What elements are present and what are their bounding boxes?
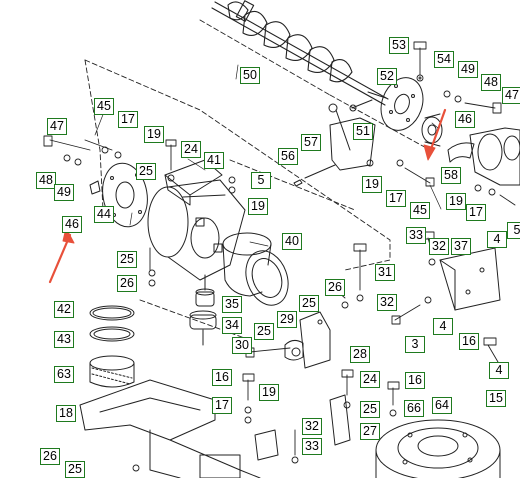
callout-18: 18 <box>56 405 76 422</box>
indicator-arrows <box>48 108 447 284</box>
callout-3: 3 <box>405 336 425 353</box>
callout-46: 46 <box>62 216 82 233</box>
callout-63: 63 <box>54 366 74 383</box>
callout-25: 25 <box>254 323 274 340</box>
callout-15: 15 <box>486 390 506 407</box>
callout-26: 26 <box>117 275 137 292</box>
callout-24: 24 <box>181 141 201 158</box>
hub <box>421 113 443 147</box>
callout-56: 56 <box>278 148 298 165</box>
auger-screw <box>211 0 389 106</box>
callout-26: 26 <box>40 448 60 465</box>
lever-bracket <box>293 99 376 187</box>
callout-33: 33 <box>406 227 426 244</box>
callout-47: 47 <box>502 87 520 104</box>
callout-19: 19 <box>144 126 164 143</box>
callout-42: 42 <box>54 301 74 318</box>
callout-43: 43 <box>54 331 74 348</box>
callout-50: 50 <box>240 67 260 84</box>
callout-66: 66 <box>404 400 424 417</box>
callout-16: 16 <box>405 372 425 389</box>
callout-64: 64 <box>432 397 452 414</box>
callout-19: 19 <box>259 384 279 401</box>
callout-54: 54 <box>434 51 454 68</box>
callout-32: 32 <box>377 294 397 311</box>
callout-34: 34 <box>222 317 242 334</box>
callout-4: 4 <box>433 318 453 335</box>
callout-25: 25 <box>136 163 156 180</box>
callout-49: 49 <box>458 61 478 78</box>
bushings <box>189 288 217 346</box>
callout-45: 45 <box>410 202 430 219</box>
callout-25: 25 <box>299 295 319 312</box>
callout-25: 25 <box>65 461 85 478</box>
callout-27: 27 <box>360 423 380 440</box>
callout-19: 19 <box>446 193 466 210</box>
callout-5: 5 <box>507 222 520 239</box>
callout-30: 30 <box>232 337 252 354</box>
callout-44: 44 <box>94 206 114 223</box>
callout-4: 4 <box>487 231 507 248</box>
callout-19: 19 <box>362 176 382 193</box>
seal-rings <box>89 305 135 388</box>
base-frame <box>79 379 501 478</box>
spout-housing <box>147 179 246 291</box>
callout-26: 26 <box>325 279 345 296</box>
callout-47: 47 <box>47 118 67 135</box>
callout-28: 28 <box>350 346 370 363</box>
callout-48: 48 <box>36 172 56 189</box>
callout-37: 37 <box>451 238 471 255</box>
callout-58: 58 <box>441 167 461 184</box>
spout-elbow <box>222 232 289 306</box>
callout-40: 40 <box>282 233 302 250</box>
callout-57: 57 <box>301 134 321 151</box>
callout-4: 4 <box>489 362 509 379</box>
callout-31: 31 <box>375 264 395 281</box>
callout-24: 24 <box>360 371 380 388</box>
leader-lines <box>94 64 442 247</box>
callout-19: 19 <box>248 198 268 215</box>
callout-5: 5 <box>251 172 271 189</box>
callout-45: 45 <box>94 98 114 115</box>
callout-35: 35 <box>222 296 242 313</box>
callout-16: 16 <box>212 369 232 386</box>
callout-48: 48 <box>481 74 501 91</box>
callout-32: 32 <box>429 238 449 255</box>
callout-52: 52 <box>377 68 397 85</box>
callout-49: 49 <box>54 184 74 201</box>
callout-25: 25 <box>360 401 380 418</box>
callout-17: 17 <box>466 204 486 221</box>
callout-17: 17 <box>212 397 232 414</box>
callout-17: 17 <box>118 111 138 128</box>
callout-53: 53 <box>389 37 409 54</box>
callout-17: 17 <box>386 190 406 207</box>
callout-16: 16 <box>459 333 479 350</box>
callout-46: 46 <box>455 111 475 128</box>
cover-plate <box>164 159 223 206</box>
callout-25: 25 <box>117 251 137 268</box>
callout-41: 41 <box>204 152 224 169</box>
mounting-brackets <box>284 247 501 369</box>
callout-33: 33 <box>302 438 322 455</box>
hydraulic-motor <box>447 127 520 186</box>
callout-51: 51 <box>353 123 373 140</box>
callout-32: 32 <box>302 418 322 435</box>
callout-29: 29 <box>277 311 297 328</box>
